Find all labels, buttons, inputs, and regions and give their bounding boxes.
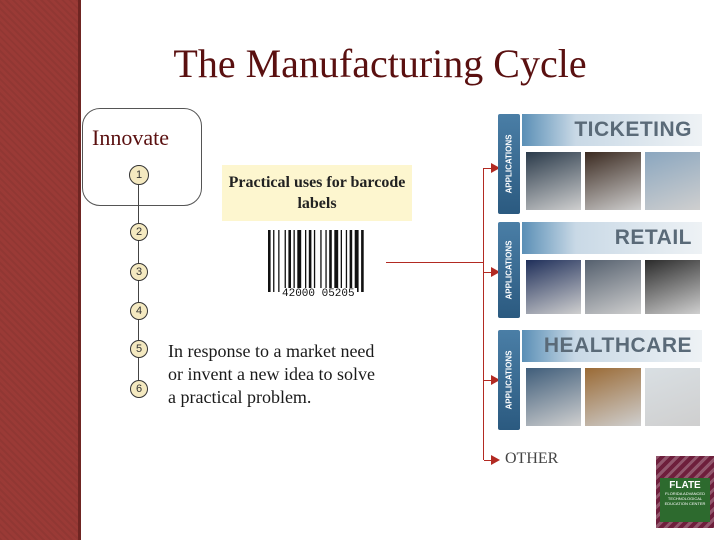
arrow-retail-icon	[491, 267, 500, 277]
description-text: In response to a market need or invent a…	[168, 341, 375, 407]
slide-title: The Manufacturing Cycle	[173, 41, 587, 86]
logo-tagline: FLORIDA ADVANCED TECHNOLOGICAL EDUCATION…	[664, 491, 706, 506]
connector-retail	[484, 272, 492, 273]
stage-box	[82, 108, 202, 206]
card-side-label: APPLICATIONS	[498, 330, 520, 430]
photo-image	[585, 260, 641, 314]
card-side-label: APPLICATIONS	[498, 222, 520, 318]
photo-image	[585, 152, 641, 210]
sidebar-edge	[78, 0, 81, 540]
barcode-bars	[268, 230, 364, 292]
photo-image	[526, 260, 582, 314]
step-3[interactable]: 3	[130, 263, 148, 281]
card-photos	[526, 260, 700, 314]
card-header: HEALTHCARE	[522, 330, 702, 362]
step-6[interactable]: 6	[130, 380, 148, 398]
arrow-ticketing-icon	[491, 163, 500, 173]
other-label: OTHER	[505, 450, 559, 467]
step-connector-line	[138, 175, 139, 395]
step-4[interactable]: 4	[130, 302, 148, 320]
photo-image	[644, 152, 700, 210]
bracket-vertical	[483, 168, 484, 460]
card-photos	[526, 368, 700, 426]
card-ticketing[interactable]: APPLICATIONS TICKETING	[498, 114, 702, 214]
card-healthcare[interactable]: APPLICATIONS HEALTHCARE	[498, 330, 702, 430]
barcode-number: 42000 05205	[280, 288, 357, 300]
photo-image	[644, 368, 700, 426]
flate-logo: FLATE FLORIDA ADVANCED TECHNOLOGICAL EDU…	[656, 456, 714, 528]
photo-image	[526, 368, 582, 426]
card-retail[interactable]: APPLICATIONS RETAIL	[498, 222, 702, 318]
card-photos	[526, 152, 700, 210]
stage-label: Innovate	[92, 125, 169, 150]
arrow-healthcare-icon	[491, 375, 500, 385]
barcode-image: 42000 05205	[266, 230, 376, 302]
photo-image	[644, 260, 700, 314]
logo-brand: FLATE	[669, 480, 701, 491]
card-header: TICKETING	[522, 114, 702, 146]
card-side-label: APPLICATIONS	[498, 114, 520, 214]
connector-healthcare	[484, 380, 492, 381]
step-2[interactable]: 2	[130, 223, 148, 241]
connector-other	[484, 460, 492, 461]
barcode-connector	[386, 262, 484, 263]
card-header: RETAIL	[522, 222, 702, 254]
arrow-other-icon	[491, 455, 500, 465]
sidebar-stripe	[0, 0, 80, 540]
connector-ticketing	[484, 168, 492, 169]
photo-image	[585, 368, 641, 426]
step-5[interactable]: 5	[130, 340, 148, 358]
photo-image	[526, 152, 582, 210]
callout-box: Practical uses for barcode labels	[222, 165, 412, 221]
step-1[interactable]: 1	[129, 165, 149, 185]
